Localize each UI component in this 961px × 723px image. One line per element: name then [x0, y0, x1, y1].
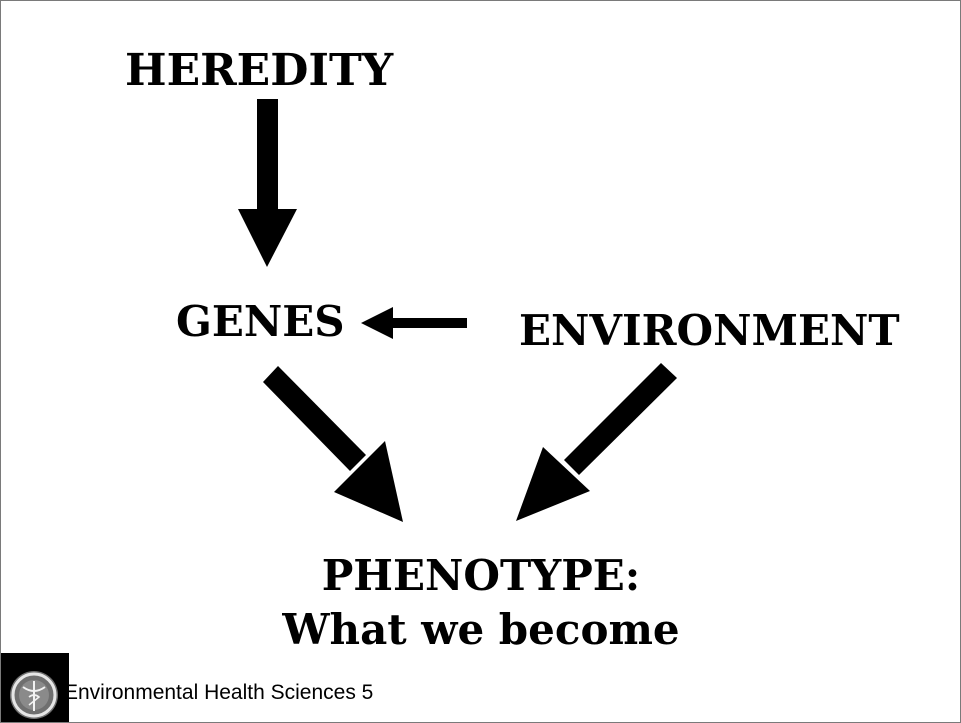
node-genes: GENES [176, 297, 345, 346]
node-phenotype: PHENOTYPE: What we become [231, 549, 731, 657]
phenotype-title: PHENOTYPE: [321, 551, 641, 600]
arrow-genes-to-phenotype [263, 366, 403, 522]
node-heredity: HEREDITY [125, 45, 394, 96]
footer-course-title: Environmental Health Sciences 5 [64, 681, 374, 704]
arrow-heredity-to-genes [238, 99, 297, 267]
caduceus-seal-icon [1, 653, 69, 722]
node-environment: ENVIRONMENT [519, 306, 900, 355]
arrow-environment-to-genes [361, 307, 467, 339]
arrow-environment-to-phenotype [516, 363, 677, 521]
phenotype-subtitle: What we become [282, 605, 680, 654]
